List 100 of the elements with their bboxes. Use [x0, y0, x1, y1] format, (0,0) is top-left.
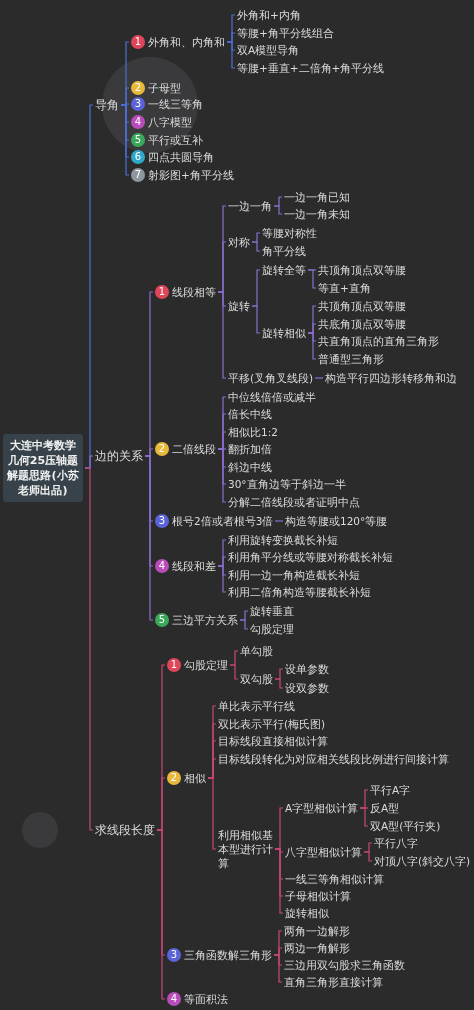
subtopic: 等腰+角平分线组合 — [237, 26, 334, 40]
subtopic: 共直角顶点的直角三角形 — [318, 334, 439, 348]
subtopic: 八字型相似计算 — [285, 845, 362, 859]
subtopic: 等面积法 — [184, 992, 228, 1006]
subtopic: 普通型三角形 — [318, 352, 384, 366]
subtopic: 构造等腰或120°等腰 — [285, 514, 388, 528]
number-badge: 4 — [167, 992, 181, 1006]
branch-line — [239, 619, 249, 630]
branch-line — [251, 305, 261, 334]
subtopic: 线段和差 — [172, 559, 216, 573]
branch-topic: 导角 — [95, 98, 119, 112]
subtopic: 旋转相似 — [285, 906, 329, 920]
subtopic: 对顶八字(斜交八字) — [374, 854, 471, 868]
subtopic: 外角和+内角 — [237, 8, 301, 22]
subtopic: 倍长中线 — [228, 407, 272, 421]
root-topic-box: 大连中考数学几何25压轴题解题思路(小苏老师出品) — [3, 434, 83, 502]
subtopic: 利用一边一角构造截长补短 — [228, 568, 360, 582]
subtopic: 三角函数解三角形 — [184, 948, 272, 962]
subtopic: 设单参数 — [285, 662, 329, 676]
subtopic: A字型相似计算 — [285, 801, 359, 815]
branch-line — [217, 565, 227, 593]
number-badge: 2 — [167, 771, 181, 785]
branch-topic: 边的关系 — [95, 449, 143, 463]
branch-line — [273, 954, 283, 983]
branch-line — [359, 807, 369, 827]
subtopic: 双A型(平行夹) — [370, 819, 441, 833]
subtopic: 两角一边解形 — [284, 924, 350, 938]
branch-line — [363, 851, 373, 862]
subtopic: 一边一角未知 — [284, 207, 350, 221]
subtopic: 双勾股 — [240, 672, 273, 686]
subtopic: 平行或互补 — [148, 133, 203, 147]
subtopic: 平行八字 — [374, 836, 418, 850]
subtopic: 三边用双勾股求三角函数 — [284, 958, 405, 972]
subtopic: 旋转相似 — [262, 326, 306, 340]
number-badge: 5 — [155, 613, 169, 627]
subtopic: 目标线段转化为对应相关线段比例进行间接计算 — [218, 752, 449, 766]
subtopic: 角平分线 — [262, 244, 306, 258]
subtopic: 子母相似计算 — [285, 889, 351, 903]
subtopic: 八字模型 — [148, 115, 192, 129]
subtopic: 勾股定理 — [250, 622, 294, 636]
subtopic: 相似 — [184, 771, 206, 785]
subtopic: 四点共圆导角 — [148, 150, 214, 164]
subtopic: 射影图+角平分线 — [148, 168, 234, 182]
subtopic: 双A模型导角 — [237, 43, 300, 57]
branch-line — [307, 332, 317, 360]
subtopic: 旋转 — [228, 299, 250, 313]
subtopic: 子母型 — [148, 81, 181, 95]
subtopic: 等直+直角 — [318, 281, 371, 295]
subtopic: 共顶角顶点双等腰 — [318, 263, 406, 277]
subtopic: 三边平方关系 — [172, 613, 238, 627]
branch-line — [251, 241, 261, 252]
subtopic: 旋转垂直 — [250, 604, 294, 618]
number-badge: 1 — [167, 658, 181, 672]
branch-line — [274, 520, 284, 522]
subtopic: 一线三等角 — [148, 97, 203, 111]
subtopic: 根号2倍或者根号3倍 — [172, 514, 274, 528]
subtopic: 反A型 — [370, 801, 400, 815]
subtopic: 平移(叉角叉线段) — [228, 371, 314, 385]
number-badge: 2 — [155, 442, 169, 456]
branch-line — [226, 41, 236, 69]
subtopic: 翻折加倍 — [228, 442, 272, 456]
subtopic: 旋转全等 — [262, 263, 306, 277]
number-badge: 3 — [155, 514, 169, 528]
number-badge: 3 — [167, 948, 181, 962]
branch-line — [84, 467, 94, 831]
subtopic: 共底角顶点双等腰 — [318, 317, 406, 331]
subtopic: 单勾股 — [240, 644, 273, 658]
subtopic: 30°直角边等于斜边一半 — [228, 477, 346, 491]
branch-line — [229, 664, 239, 680]
branch-line — [156, 829, 166, 1000]
number-badge: 6 — [131, 150, 145, 164]
subtopic: 目标线段直接相似计算 — [218, 734, 328, 748]
branch-line — [217, 291, 227, 379]
subtopic: 单比表示平行线 — [218, 699, 295, 713]
subtopic: 二倍线段 — [172, 442, 216, 456]
number-badge: 1 — [155, 285, 169, 299]
subtopic: 等腰+垂直+二倍角+角平分线 — [237, 61, 385, 75]
subtopic: 构造平行四边形转移角和边 — [325, 371, 457, 385]
subtopic: 线段相等 — [172, 285, 216, 299]
subtopic: 利用二倍角构造等腰截长补短 — [228, 585, 371, 599]
subtopic: 相似比1:2 — [228, 425, 278, 439]
branch-line — [273, 205, 283, 215]
branch-topic: 求线段长度 — [95, 823, 155, 837]
subtopic: 共顶角顶点双等腰 — [318, 299, 406, 313]
branch-line — [314, 377, 324, 379]
subtopic: 利用角平分线或等腰对称截长补短 — [228, 550, 393, 564]
number-badge: 1 — [131, 35, 145, 49]
subtopic: 勾股定理 — [184, 658, 228, 672]
subtopic: 斜边中线 — [228, 460, 272, 474]
subtopic: 分解二倍线段或者证明中点 — [228, 495, 360, 509]
subtopic: 一线三等角相似计算 — [285, 872, 384, 886]
branch-line — [307, 269, 317, 289]
subtopic: 一边一角已知 — [284, 190, 350, 204]
subtopic: 等腰对称性 — [262, 226, 317, 240]
number-badge: 7 — [131, 168, 145, 182]
subtopic: 平行A字 — [370, 783, 411, 797]
subtopic: 双比表示平行(梅氏图) — [218, 717, 326, 731]
subtopic: 利用旋转变换截长补短 — [228, 533, 338, 547]
branch-line — [274, 678, 284, 689]
subtopic: 中位线倍倍或减半 — [228, 390, 316, 404]
